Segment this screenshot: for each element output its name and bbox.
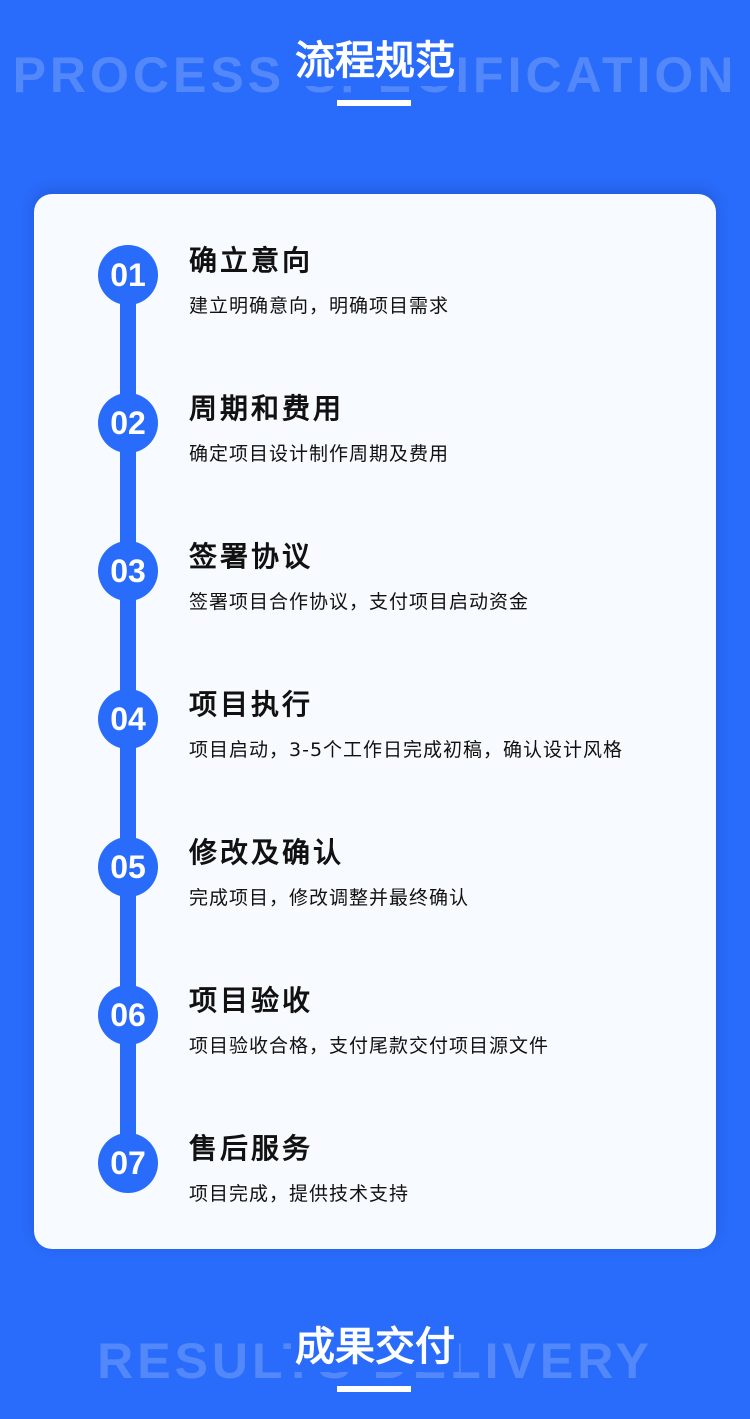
step-number-badge: 02 <box>98 393 158 453</box>
step-title: 修改及确认 <box>189 836 345 869</box>
step-title: 售后服务 <box>189 1132 314 1165</box>
step-description: 项目完成，提供技术支持 <box>189 1183 410 1205</box>
step-description: 签署项目合作协议，支付项目启动资金 <box>189 591 530 613</box>
step-title: 签署协议 <box>189 540 314 573</box>
process-step: 05 修改及确认 完成项目，修改调整并最终确认 <box>34 836 716 937</box>
step-description: 建立明确意向，明确项目需求 <box>189 295 450 317</box>
step-number-badge: 05 <box>98 837 158 897</box>
section-title: 流程规范 <box>291 36 459 86</box>
footer-underline <box>337 1386 411 1392</box>
process-step: 06 项目验收 项目验收合格，支付尾款交付项目源文件 <box>34 984 716 1085</box>
step-title: 项目执行 <box>189 688 314 721</box>
process-step: 04 项目执行 项目启动，3-5个工作日完成初稿，确认设计风格 <box>34 688 716 789</box>
step-number-badge: 04 <box>98 689 158 749</box>
process-step: 02 周期和费用 确定项目设计制作周期及费用 <box>34 392 716 493</box>
step-title: 确立意向 <box>189 244 314 277</box>
process-step: 01 确立意向 建立明确意向，明确项目需求 <box>34 244 716 345</box>
title-underline <box>337 100 411 106</box>
step-title: 周期和费用 <box>189 392 345 425</box>
step-number-badge: 01 <box>98 245 158 305</box>
step-number-badge: 06 <box>98 985 158 1045</box>
process-step: 07 售后服务 项目完成，提供技术支持 <box>34 1132 716 1233</box>
step-description: 项目启动，3-5个工作日完成初稿，确认设计风格 <box>189 739 624 761</box>
process-card: 01 确立意向 建立明确意向，明确项目需求 02 周期和费用 确定项目设计制作周期… <box>34 194 716 1249</box>
step-description: 完成项目，修改调整并最终确认 <box>189 887 470 909</box>
step-number-badge: 03 <box>98 541 158 601</box>
step-number-badge: 07 <box>98 1133 158 1193</box>
footer-title: 成果交付 <box>291 1322 459 1372</box>
process-step: 03 签署协议 签署项目合作协议，支付项目启动资金 <box>34 540 716 641</box>
step-description: 项目验收合格，支付尾款交付项目源文件 <box>189 1035 550 1057</box>
step-title: 项目验收 <box>189 984 314 1017</box>
step-description: 确定项目设计制作周期及费用 <box>189 443 450 465</box>
